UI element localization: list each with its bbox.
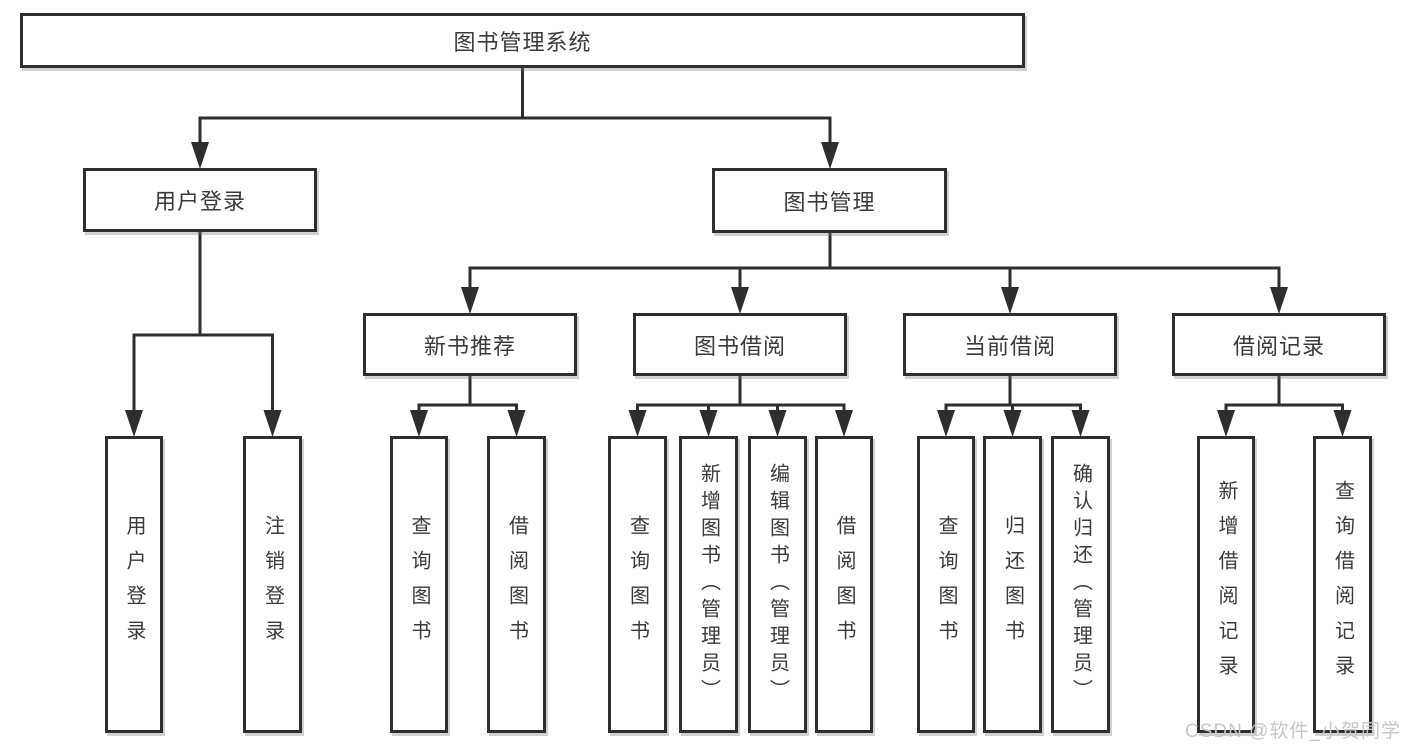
- node-book-borrowing: 图书借阅: [633, 313, 847, 376]
- leaf-add-record-label: 新增借阅记录: [1215, 479, 1237, 690]
- node-book-management: 图书管理: [712, 168, 947, 233]
- leaf-borrow-query-label: 查询图书: [626, 514, 649, 655]
- leaf-edit-book-admin: 编辑图书（管理员）: [748, 436, 807, 733]
- node-book-borrowing-label: 图书借阅: [693, 333, 786, 359]
- connector-bookborrow-to-leaves: [628, 374, 853, 437]
- node-new-books-label: 新书推荐: [423, 333, 516, 359]
- node-root-label: 图书管理系统: [453, 29, 592, 55]
- leaf-edit-book-admin-label: 编辑图书（管理员）: [766, 463, 789, 706]
- connector-userlogin-to-leaves: [125, 230, 282, 437]
- connector-bookmgmt-to-level3: [461, 231, 1288, 314]
- leaf-user-login: 用户登录: [105, 436, 163, 733]
- connector-currentborrow-to-leaves: [937, 374, 1090, 437]
- leaf-logout: 注销登录: [243, 436, 302, 733]
- leaf-query-record: 查询借阅记录: [1313, 436, 1372, 733]
- leaf-add-book-admin: 新增图书（管理员）: [679, 436, 738, 733]
- node-new-books: 新书推荐: [363, 313, 577, 376]
- leaf-user-login-label: 用户登录: [123, 514, 145, 655]
- leaf-return-book-label: 归还图书: [1001, 514, 1024, 655]
- connector-records-to-leaves: [1217, 374, 1352, 437]
- leaf-newbooks-borrow: 借阅图书: [487, 436, 546, 733]
- leaf-logout-label: 注销登录: [261, 514, 284, 655]
- leaf-borrow-query: 查询图书: [608, 436, 667, 733]
- leaf-confirm-return-admin: 确认归还（管理员）: [1051, 436, 1110, 733]
- node-root: 图书管理系统: [20, 13, 1025, 68]
- node-book-management-label: 图书管理: [783, 189, 876, 215]
- leaf-return-book: 归还图书: [983, 436, 1042, 733]
- leaf-newbooks-borrow-label: 借阅图书: [505, 514, 528, 655]
- leaf-borrow-book-label: 借阅图书: [833, 514, 855, 655]
- connector-newbooks-to-leaves: [410, 374, 526, 437]
- leaf-newbooks-query-label: 查询图书: [408, 514, 430, 655]
- node-current-borrowing: 当前借阅: [903, 313, 1117, 376]
- leaf-borrow-book: 借阅图书: [815, 436, 873, 733]
- node-borrowing-records-label: 借阅记录: [1232, 333, 1325, 359]
- leaf-current-query-label: 查询图书: [935, 514, 957, 655]
- node-user-login: 用户登录: [83, 168, 317, 232]
- leaf-confirm-return-admin-label: 确认归还（管理员）: [1069, 463, 1092, 706]
- leaf-add-book-admin-label: 新增图书（管理员）: [697, 463, 720, 706]
- leaf-newbooks-query: 查询图书: [390, 436, 448, 733]
- node-user-login-label: 用户登录: [153, 189, 246, 214]
- leaf-current-query: 查询图书: [917, 436, 975, 733]
- leaf-query-record-label: 查询借阅记录: [1331, 479, 1354, 690]
- node-borrowing-records: 借阅记录: [1172, 313, 1386, 376]
- node-current-borrowing-label: 当前借阅: [963, 333, 1056, 359]
- connector-root-to-level2: [191, 66, 839, 169]
- leaf-add-record: 新增借阅记录: [1197, 436, 1255, 733]
